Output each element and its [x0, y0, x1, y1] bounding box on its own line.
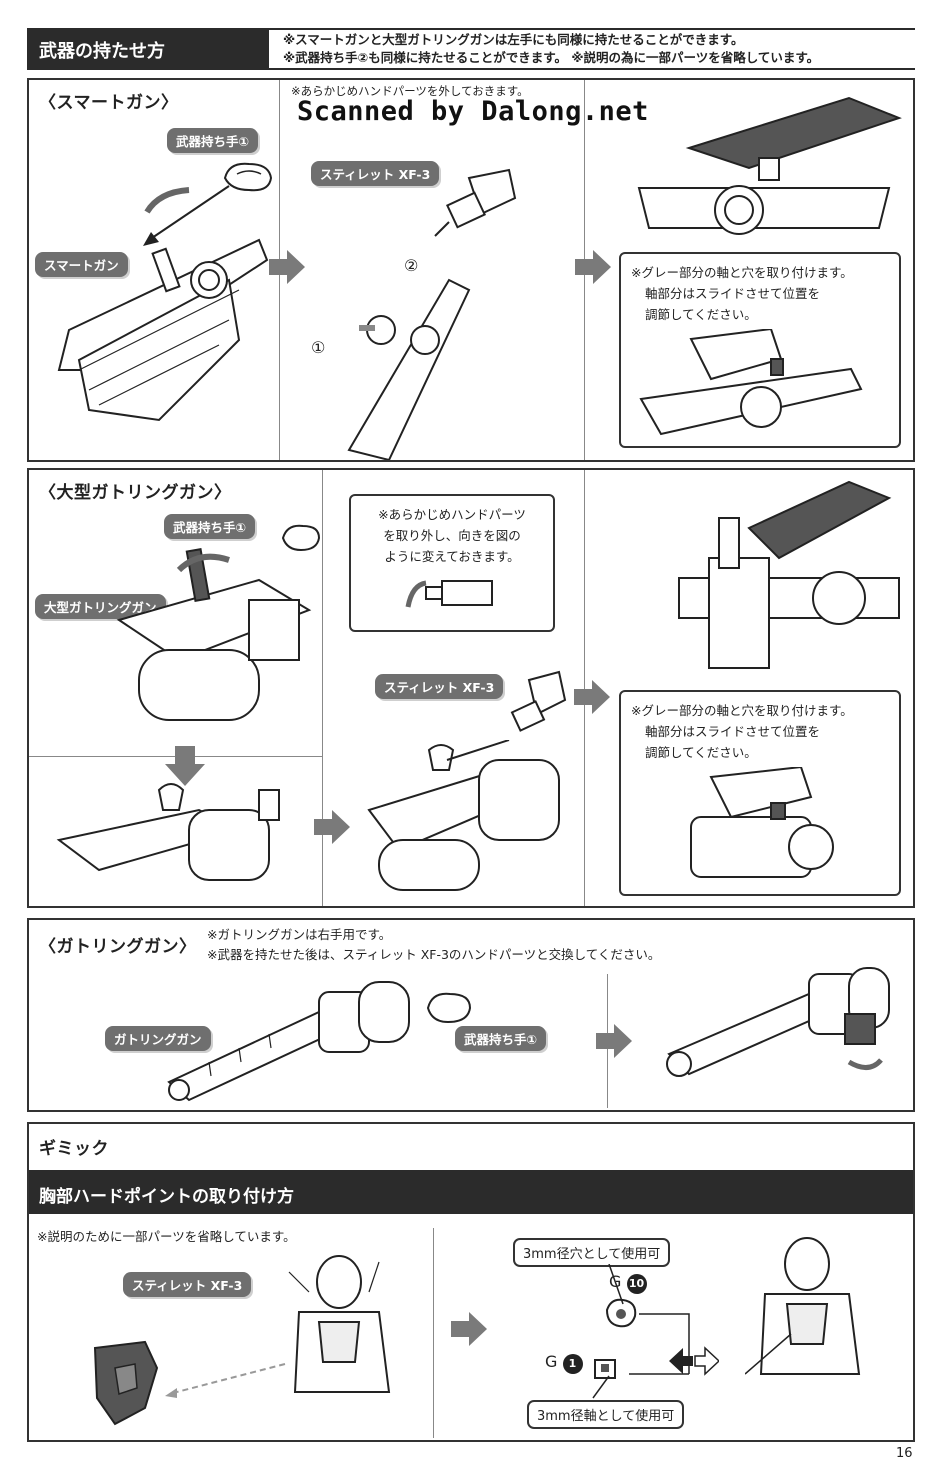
- stylet-hand-drawing: [434, 168, 517, 237]
- part-g1-drawing: [594, 1359, 616, 1379]
- gatling-title: 〈ガトリングガン〉: [39, 937, 197, 957]
- part-g10-drawing: [605, 1298, 637, 1328]
- stylet-figure-drawing: [745, 1237, 861, 1375]
- large-gatling-bubble: ※あらかじめハンドパーツ を取り外し、向きを図の ように変えておきます。: [349, 494, 555, 632]
- mount-detail-drawing: [678, 480, 900, 669]
- large-gatling-title: 〈大型ガトリングガン〉: [39, 483, 232, 503]
- bubble-detail-drawing: [405, 580, 493, 608]
- part-letter: G: [545, 1352, 558, 1371]
- gatling-note-2: ※武器を持たせた後は、スティレット XF-3のハンドパーツと交換してください。: [207, 947, 661, 962]
- label-weapon-hand: 武器持ち手①: [167, 128, 259, 153]
- divider: [433, 1228, 434, 1438]
- large-gatling-callout: ※グレー部分の軸と穴を取り付けます。 軸部分はスライドさせて位置を 調節してくだ…: [619, 690, 901, 896]
- step-arrow: [269, 250, 305, 284]
- large-gatling-grip-drawing: [56, 783, 280, 881]
- smart-gun-callout: ※グレー部分の軸と穴を取り付けます。 軸部分はスライドさせて位置を 調節してくだ…: [619, 252, 901, 448]
- down-arrow: [165, 746, 205, 786]
- label-3mm-hole: 3mm径穴として使用可: [513, 1238, 671, 1267]
- callout-line: 軸部分はスライドさせて位置を: [645, 286, 821, 301]
- label-gatling-gun: ガトリングガン: [105, 1026, 211, 1051]
- step-arrow: [314, 810, 350, 844]
- callout-line: ※グレー部分の軸と穴を取り付けます。: [631, 265, 853, 280]
- part-number-badge: 10: [626, 1274, 647, 1294]
- assembly-arrow: [143, 185, 230, 246]
- label-weapon-hand: 武器持ち手①: [164, 514, 256, 539]
- attach-dash-line: [165, 1363, 286, 1398]
- panel-large-gatling: 〈大型ガトリングガン〉 武器持ち手① 大型ガトリングガン ※あらかじめハンドパー…: [27, 468, 915, 908]
- bubble-line: ※あらかじめハンドパーツ: [378, 507, 526, 522]
- header-note-2: ※武器持ち手②も同様に持たせることができます。 ※説明の為に一部パーツを省略して…: [283, 50, 820, 65]
- page-number: 16: [896, 1446, 913, 1461]
- gatling-note-1: ※ガトリングガンは右手用です。: [207, 927, 392, 942]
- panel-gimmick: ギミック 胸部ハードポイントの取り付け方 ※説明のために一部パーツを省略していま…: [27, 1122, 915, 1442]
- smart-gun-drawing: [57, 238, 269, 422]
- part-g10: G 10: [609, 1272, 647, 1294]
- section-title: 武器の持たせ方: [39, 41, 165, 62]
- hand-part-drawing: [281, 524, 321, 552]
- bubble-line: ように変えておきます。: [384, 549, 520, 564]
- step-arrow: [596, 1024, 632, 1058]
- step-arrow: [574, 680, 610, 714]
- chest-part-drawing: [93, 1340, 159, 1426]
- watermark: Scanned by Dalong.net: [297, 96, 649, 127]
- gimmick-subtitle-bar: 胸部ハードポイントの取り付け方: [29, 1170, 913, 1214]
- smart-gun-title: 〈スマートガン〉: [39, 93, 179, 113]
- callout-line: 軸部分はスライドさせて位置を: [645, 724, 821, 739]
- label-stylet: スティレット XF-3: [311, 161, 440, 186]
- divider: [584, 470, 585, 906]
- step-arrow: [451, 1312, 487, 1346]
- stylet-hand-drawing: [510, 670, 567, 732]
- step-number-2: ②: [404, 256, 419, 275]
- label-stylet: スティレット XF-3: [375, 674, 504, 699]
- bubble-line: を取り外し、向きを図の: [383, 528, 521, 543]
- label-3mm-axis: 3mm径軸として使用可: [527, 1400, 685, 1429]
- divider: [322, 470, 323, 906]
- part-number-badge: 1: [562, 1354, 583, 1374]
- stylet-figure-drawing: [288, 1255, 391, 1393]
- step-arrow: [575, 250, 611, 284]
- header-note-1: ※スマートガンと大型ガトリングガンは左手にも同様に持たせることができます。: [283, 32, 744, 47]
- connector-lines: [592, 1264, 690, 1399]
- panel-gatling: 〈ガトリングガン〉 ※ガトリングガンは右手用です。 ※武器を持たせた後は、スティ…: [27, 918, 915, 1112]
- gatling-gun-held-drawing: [666, 967, 890, 1077]
- gatling-gun-drawing: [167, 981, 410, 1102]
- header-note-area: ※スマートガンと大型ガトリングガンは左手にも同様に持たせることができます。 ※武…: [269, 30, 915, 68]
- smart-gun-grip-drawing: [347, 278, 471, 460]
- mount-detail-drawing: [637, 96, 902, 235]
- large-gatling-drawing: [116, 548, 312, 721]
- callout-line: 調節してください。: [645, 307, 757, 322]
- callout-detail-drawing: [639, 329, 863, 436]
- label-smart-gun: スマートガン: [35, 252, 128, 277]
- hand-part-drawing: [223, 162, 273, 192]
- remove-hand-note: ※あらかじめハンドパーツを外しておきます。: [291, 84, 529, 98]
- large-gatling-mount-drawing: [367, 740, 560, 891]
- step-number-1: ①: [311, 338, 326, 357]
- label-weapon-hand: 武器持ち手①: [455, 1026, 547, 1051]
- gimmick-title: ギミック: [39, 1139, 109, 1159]
- callout-detail-drawing: [690, 767, 834, 878]
- swap-arrow: [669, 1346, 719, 1376]
- callout-line: ※グレー部分の軸と穴を取り付けます。: [631, 703, 853, 718]
- callout-line: 調節してください。: [645, 745, 757, 760]
- section-header: 武器の持たせ方 ※スマートガンと大型ガトリングガンは左手にも同様に持たせることが…: [27, 28, 915, 70]
- label-stylet: スティレット XF-3: [123, 1272, 252, 1297]
- part-g1: G 1: [545, 1352, 583, 1374]
- hand-part-drawing: [426, 992, 472, 1024]
- gimmick-note: ※説明のために一部パーツを省略しています。: [37, 1229, 296, 1244]
- panel-smart-gun: 〈スマートガン〉 ※あらかじめハンドパーツを外しておきます。 Scanned b…: [27, 78, 915, 462]
- gimmick-subtitle: 胸部ハードポイントの取り付け方: [39, 1187, 294, 1207]
